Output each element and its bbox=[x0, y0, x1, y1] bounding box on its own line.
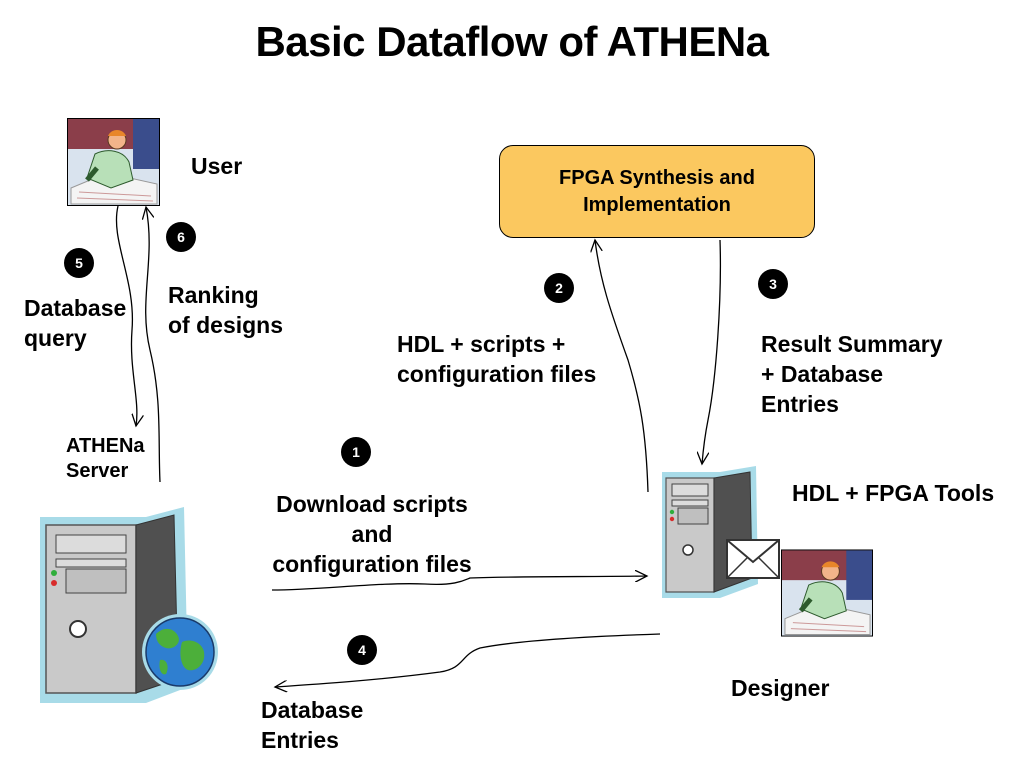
step-5-label: Database query bbox=[24, 295, 127, 351]
step-4-badge: 4 bbox=[347, 635, 377, 665]
arrow-step1 bbox=[271, 576, 647, 591]
designer-clipart-icon bbox=[781, 549, 873, 637]
step-3-label: Result Summary + Database Entries bbox=[761, 331, 943, 417]
page-title: Basic Dataflow of ATHENa bbox=[255, 18, 769, 65]
step-2-badge: 2 bbox=[544, 273, 574, 303]
step-4-label: Database Entries bbox=[261, 697, 364, 753]
globe-icon bbox=[142, 614, 218, 690]
step-1-badge: 1 bbox=[341, 437, 371, 467]
user-label: User bbox=[191, 153, 243, 179]
arrow-step5 bbox=[115, 205, 136, 426]
step-6-badge: 6 bbox=[166, 222, 196, 252]
athena-server-label: ATHENa Server bbox=[66, 435, 145, 482]
step-6-label: Ranking of designs bbox=[168, 282, 284, 338]
envelope-icon bbox=[726, 539, 780, 579]
arrow-step3 bbox=[702, 239, 722, 464]
step-5-badge: 5 bbox=[64, 248, 94, 278]
tools-label: HDL + FPGA Tools bbox=[792, 480, 995, 506]
designer-workstation-icon bbox=[662, 466, 758, 598]
step-1-label: Download scripts and configuration files bbox=[272, 491, 472, 577]
step-3-badge: 3 bbox=[758, 269, 788, 299]
arrow-step2 bbox=[595, 240, 649, 493]
arrow-step4 bbox=[275, 633, 661, 687]
user-clipart-icon bbox=[67, 118, 160, 206]
step-2-label: HDL + scripts + configuration files bbox=[397, 331, 597, 387]
fpga-synthesis-box: FPGA Synthesis and Implementation bbox=[499, 145, 815, 238]
designer-label: Designer bbox=[731, 675, 830, 701]
fpga-box-label: FPGA Synthesis and Implementation bbox=[559, 166, 755, 216]
arrow-step6 bbox=[146, 207, 161, 483]
